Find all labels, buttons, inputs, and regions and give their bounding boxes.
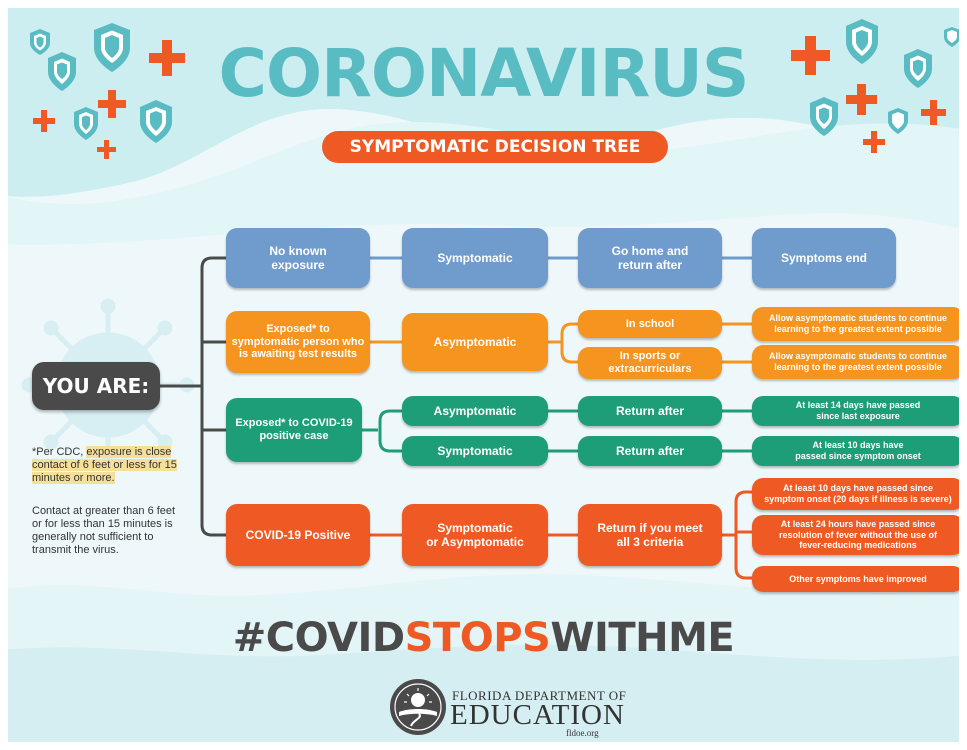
shield-icon — [944, 27, 960, 47]
medical-cross-icon — [98, 90, 126, 118]
subtitle-badge: SYMPTOMATIC DECISION TREE — [322, 131, 668, 163]
in-sports-node: In sports or extracurriculars — [578, 347, 722, 379]
return-criteria-node: Return if you meet all 3 criteria — [578, 504, 722, 566]
symptomatic-or-asymptomatic-node: Symptomatic or Asymptomatic — [402, 504, 548, 566]
fdoe-seal-logo — [390, 679, 446, 735]
exposed-awaiting-results-node: Exposed* to symptomatic person who is aw… — [226, 311, 370, 373]
symptomatic-node: Symptomatic — [402, 228, 548, 288]
exposed-positive-case-node: Exposed* to COVID-19 positive case — [226, 398, 362, 462]
shield-icon — [30, 29, 50, 55]
symptomatic-node: Symptomatic — [402, 436, 548, 466]
in-school-node: In school — [578, 310, 722, 338]
hashtag-part-1: #COVID — [232, 615, 405, 661]
symptoms-end-node: Symptoms end — [752, 228, 896, 288]
hashtag: #COVIDSTOPSWITHME — [0, 612, 967, 664]
shield-icon — [74, 107, 98, 140]
criteria-1-node: At least 10 days have passed since sympt… — [752, 478, 964, 510]
shield-icon — [48, 52, 76, 91]
sports-outcome-node: Allow asymptomatic students to continue … — [752, 345, 964, 379]
criteria-3-node: Other symptoms have improved — [752, 566, 964, 592]
medical-cross-icon — [863, 131, 885, 153]
medical-cross-icon — [846, 84, 877, 115]
no-known-exposure-node: No known exposure — [226, 228, 370, 288]
medical-cross-icon — [97, 140, 116, 159]
exposure-footnote: *Per CDC, exposure is close contact of 6… — [32, 446, 184, 485]
you-are-node: YOU ARE: — [32, 362, 160, 410]
shield-icon — [810, 97, 838, 136]
medical-cross-icon — [33, 110, 55, 132]
page-title: CORONAVIRUS — [218, 35, 750, 112]
shield-icon — [888, 108, 908, 134]
medical-cross-icon — [921, 100, 946, 125]
ten-days-outcome-node: At least 10 days have passed since sympt… — [752, 436, 964, 466]
hashtag-part-3: WITHME — [550, 615, 735, 661]
fdoe-url: fldoe.org — [566, 728, 599, 738]
covid-positive-node: COVID-19 Positive — [226, 504, 370, 566]
school-outcome-node: Allow asymptomatic students to continue … — [752, 307, 964, 341]
shield-icon — [140, 100, 172, 143]
asymptomatic-node: Asymptomatic — [402, 313, 548, 371]
fdoe-line-2: EDUCATION — [450, 699, 625, 731]
shield-icon — [846, 19, 878, 64]
fourteen-days-outcome-node: At least 14 days have passed since last … — [752, 396, 964, 426]
go-home-node: Go home and return after — [578, 228, 722, 288]
return-after-node: Return after — [578, 396, 722, 426]
criteria-2-node: At least 24 hours have passed since reso… — [752, 515, 964, 555]
return-after-node: Return after — [578, 436, 722, 466]
fdoe-line-1: FLORIDA DEPARTMENT OF — [452, 688, 627, 703]
contact-note: Contact at greater than 6 feet or for le… — [32, 505, 176, 556]
medical-cross-icon — [149, 40, 185, 76]
shield-icon — [904, 49, 932, 88]
footnote-prefix: *Per CDC, — [32, 446, 87, 458]
hashtag-part-2: STOPS — [404, 615, 551, 661]
shield-icon — [94, 23, 130, 72]
asymptomatic-node: Asymptomatic — [402, 396, 548, 426]
medical-cross-icon — [791, 36, 830, 75]
